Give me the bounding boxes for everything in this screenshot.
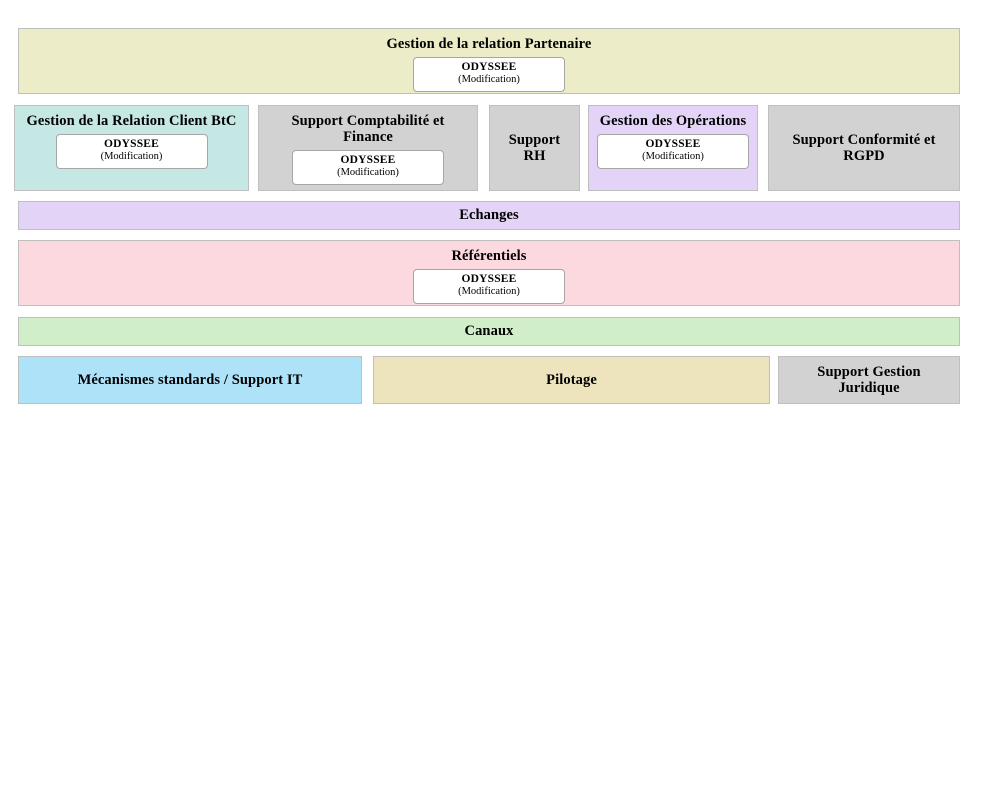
application-state: (Modification): [458, 74, 520, 86]
application-state: (Modification): [100, 151, 163, 163]
block-title-echanges: Echanges: [459, 207, 519, 224]
application-state: (Modification): [458, 286, 520, 298]
application-state: (Modification): [337, 167, 399, 179]
block-support-conformite-rgpd[interactable]: Support Conformité et RGPD: [768, 105, 960, 191]
application-box-gestion-relation-partenaire[interactable]: ODYSSEE(Modification): [413, 57, 565, 92]
block-pilotage[interactable]: Pilotage: [373, 356, 770, 404]
block-title-mecanismes-standards-support-it: Mécanismes standards / Support IT: [77, 371, 303, 388]
block-title-canaux: Canaux: [464, 323, 514, 340]
application-box-gestion-relation-client-btc[interactable]: ODYSSEE(Modification): [55, 134, 208, 169]
block-title-support-comptabilite-finance: Support Comptabilité et Finance: [291, 113, 445, 146]
application-name: ODYSSEE: [645, 138, 701, 151]
block-mecanismes-standards-support-it[interactable]: Mécanismes standards / Support IT: [18, 356, 362, 404]
block-canaux[interactable]: Canaux: [18, 317, 960, 346]
application-name: ODYSSEE: [461, 61, 517, 74]
block-title-gestion-relation-client-btc: Gestion de la Relation Client BtC: [26, 113, 237, 129]
application-state: (Modification): [642, 151, 704, 163]
application-box-support-comptabilite-finance[interactable]: ODYSSEE(Modification): [292, 150, 444, 185]
block-title-gestion-des-operations: Gestion des Opérations: [599, 113, 747, 129]
block-title-referentiels: Référentiels: [451, 248, 527, 264]
block-echanges[interactable]: Echanges: [18, 201, 960, 230]
block-gestion-relation-client-btc[interactable]: Gestion de la Relation Client BtC ODYSSEE…: [14, 105, 249, 191]
block-title-pilotage: Pilotage: [546, 371, 597, 388]
block-title-gestion-relation-partenaire: Gestion de la relation Partenaire: [386, 36, 592, 52]
block-support-gestion-juridique[interactable]: Support Gestion Juridique: [778, 356, 960, 404]
block-title-support-rh: Support RH: [508, 131, 561, 164]
application-name: ODYSSEE: [103, 138, 160, 151]
application-box-referentiels[interactable]: ODYSSEE(Modification): [413, 269, 565, 304]
application-name: ODYSSEE: [461, 273, 517, 286]
block-title-support-conformite-rgpd: Support Conformité et RGPD: [792, 131, 936, 164]
application-name: ODYSSEE: [340, 154, 396, 167]
application-box-gestion-des-operations[interactable]: ODYSSEE(Modification): [597, 134, 749, 169]
block-support-rh[interactable]: Support RH: [489, 105, 580, 191]
block-title-support-gestion-juridique: Support Gestion Juridique: [817, 363, 921, 396]
